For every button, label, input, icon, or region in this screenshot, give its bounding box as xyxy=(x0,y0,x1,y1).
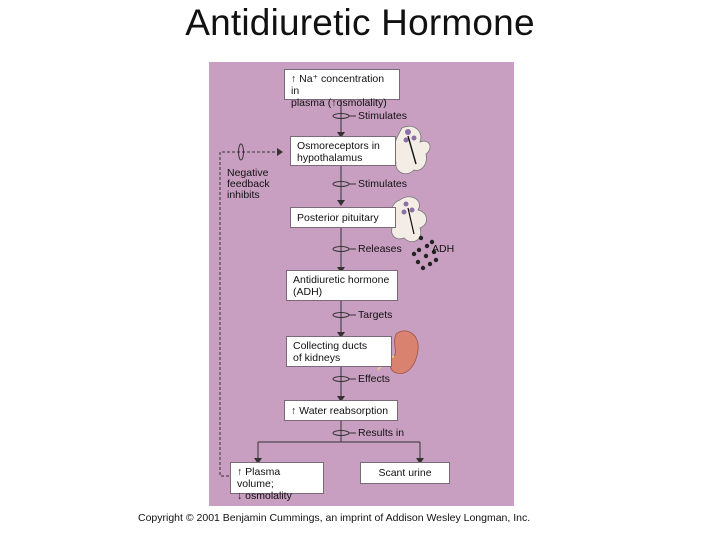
feedback-line: feedback xyxy=(227,178,270,190)
effects-label: Effects xyxy=(358,373,390,385)
connector-lines xyxy=(219,100,439,480)
box-line: plasma ( xyxy=(291,97,332,109)
up-arrow: ↑ xyxy=(237,466,243,478)
adh-particles-label: ADH xyxy=(432,243,455,255)
scant-urine-box: Scant urine xyxy=(360,462,450,484)
copyright-notice: Copyright © 2001 Benjamin Cummings, an i… xyxy=(138,512,531,524)
box-line: Na⁺ concentration in xyxy=(291,73,385,97)
releases-label: Releases xyxy=(358,243,402,255)
sodium-concentration-box: ↑ Na⁺ concentration in plasma (↑osmolali… xyxy=(284,69,400,109)
up-arrow: ↑ xyxy=(291,73,297,85)
negative-feedback-label: Negative feedback inhibits xyxy=(227,168,270,201)
box-line: Osmoreceptors in xyxy=(297,140,380,152)
up-arrow: ↑ xyxy=(331,97,337,109)
box-line: (ADH) xyxy=(293,286,323,298)
stimulates-label: Stimulates xyxy=(358,178,408,190)
adh-box: Antidiuretic hormone (ADH) xyxy=(286,270,398,301)
up-arrow: ↑ xyxy=(291,405,297,417)
down-arrow: ↓ xyxy=(237,490,243,502)
box-line: Scant urine xyxy=(378,467,432,479)
feedback-line: inhibits xyxy=(227,189,260,201)
slide-title: Antidiuretic Hormone xyxy=(185,2,535,43)
box-line: osmolality xyxy=(242,490,292,502)
osmoreceptors-box: Osmoreceptors in hypothalamus xyxy=(290,136,396,166)
water-reabsorption-box: ↑ Water reabsorption xyxy=(284,400,398,421)
hypothalamus-illustration xyxy=(393,125,431,175)
box-line: Posterior pituitary xyxy=(297,212,379,224)
results-in-label: Results in xyxy=(358,427,405,439)
adh-figure: ↑ Na⁺ concentration in plasma (↑osmolali… xyxy=(124,52,555,531)
box-line: Plasma volume; xyxy=(237,466,281,490)
box-line: Water reabsorption xyxy=(296,405,389,417)
collecting-ducts-box: Collecting ducts of kidneys xyxy=(286,336,392,367)
posterior-pituitary-box: Posterior pituitary xyxy=(290,207,396,228)
feedback-line: Negative xyxy=(227,167,269,179)
box-line: Collecting ducts xyxy=(293,340,368,352)
box-line: hypothalamus xyxy=(297,152,363,164)
plasma-volume-box: ↑ Plasma volume; ↓ osmolality xyxy=(230,462,324,502)
kidney-illustration xyxy=(377,330,419,374)
targets-label: Targets xyxy=(358,309,393,321)
adh-particles xyxy=(411,235,439,271)
box-line: of kidneys xyxy=(293,352,341,364)
box-line: osmolality) xyxy=(336,97,387,109)
box-line: Antidiuretic hormone xyxy=(293,274,390,286)
stimulates-label: Stimulates xyxy=(358,110,408,122)
